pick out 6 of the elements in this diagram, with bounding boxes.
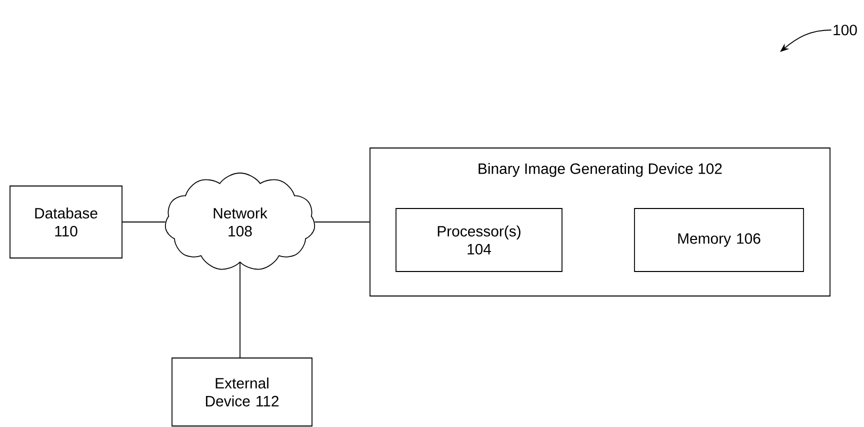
external-device-box: External Device 112	[172, 358, 312, 426]
reference-number: 100	[834, 24, 857, 36]
network-cloud: Network 108	[164, 172, 316, 270]
processor-box: Processor(s) 104	[396, 208, 562, 272]
database-box: Database 110	[10, 186, 122, 258]
memory-box: Memory 106	[634, 208, 804, 272]
